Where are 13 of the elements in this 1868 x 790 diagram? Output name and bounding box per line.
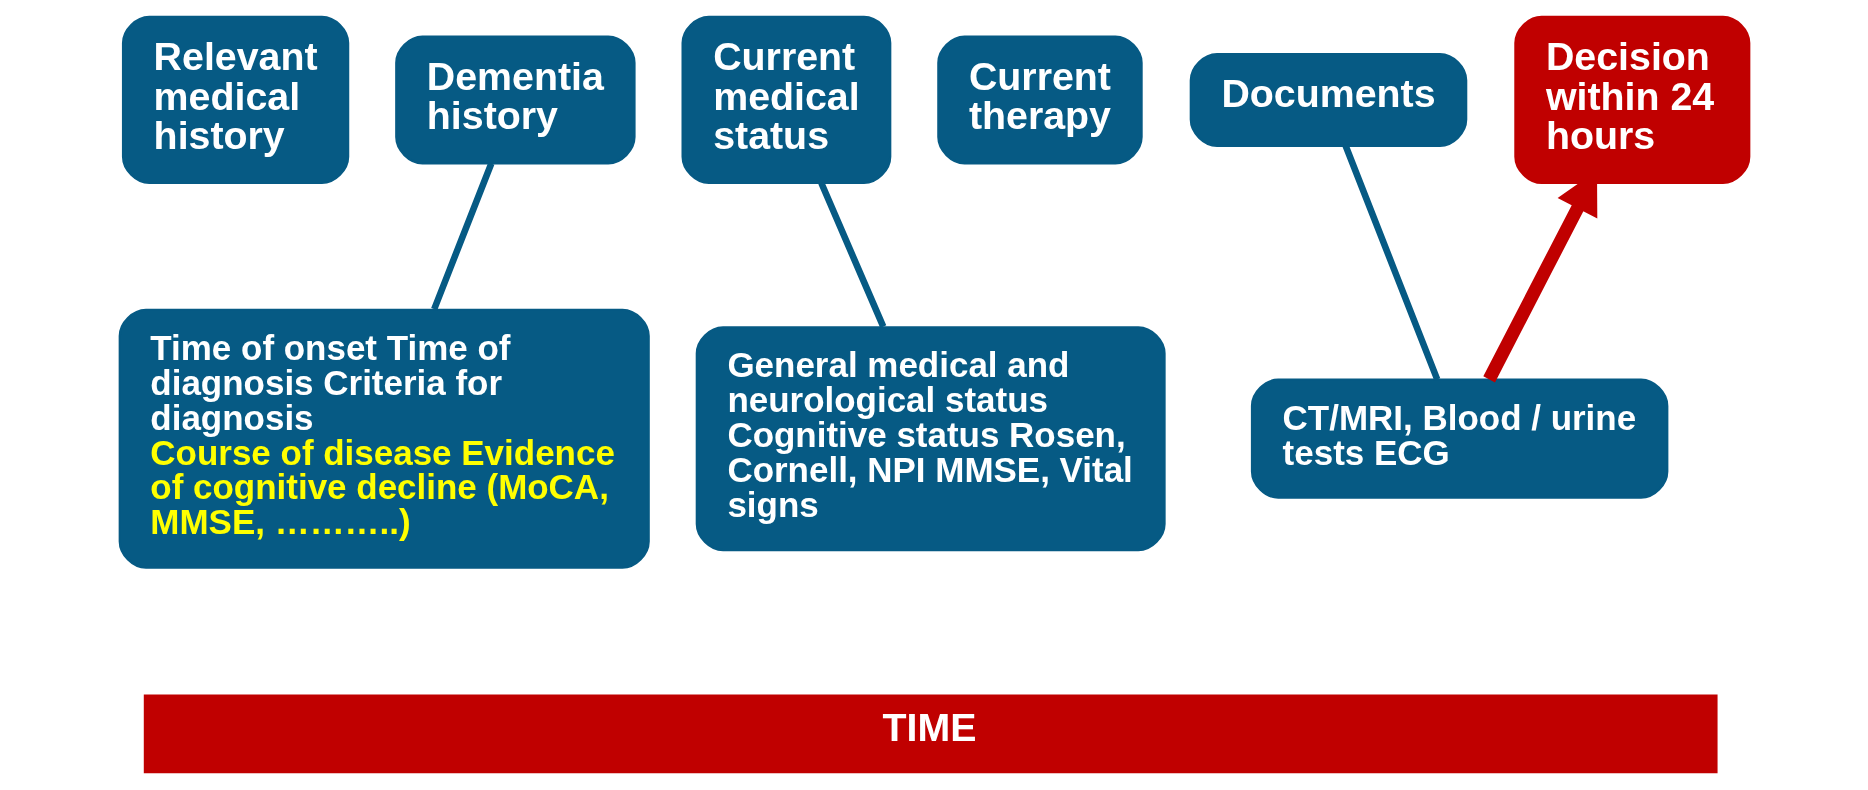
node-box: General medical and neurological status Cognitive status Rosen, Cornell, NPI MMSE, Vital signs <box>695 326 1166 552</box>
node-box: Documents <box>1189 52 1467 147</box>
connector <box>430 162 494 311</box>
connector <box>817 181 886 328</box>
node-box: Current therapy <box>936 35 1143 165</box>
label: TIME <box>882 705 977 750</box>
node-box: Relevant medical history <box>121 15 349 185</box>
node-box: Time of onset Time of diagnosis Criteria for diagnosis Course of disease Evidence of cognitive decline (MoCA, MMSE, ………..) <box>118 308 650 569</box>
node-box: Dementia history <box>394 35 636 165</box>
node-box: Current medical status <box>681 15 891 185</box>
node-box: Decision within 24 hours <box>1513 15 1750 185</box>
node-box: CT/MRI, Blood / urine tests ECG <box>1250 378 1668 499</box>
connector <box>1342 144 1440 381</box>
